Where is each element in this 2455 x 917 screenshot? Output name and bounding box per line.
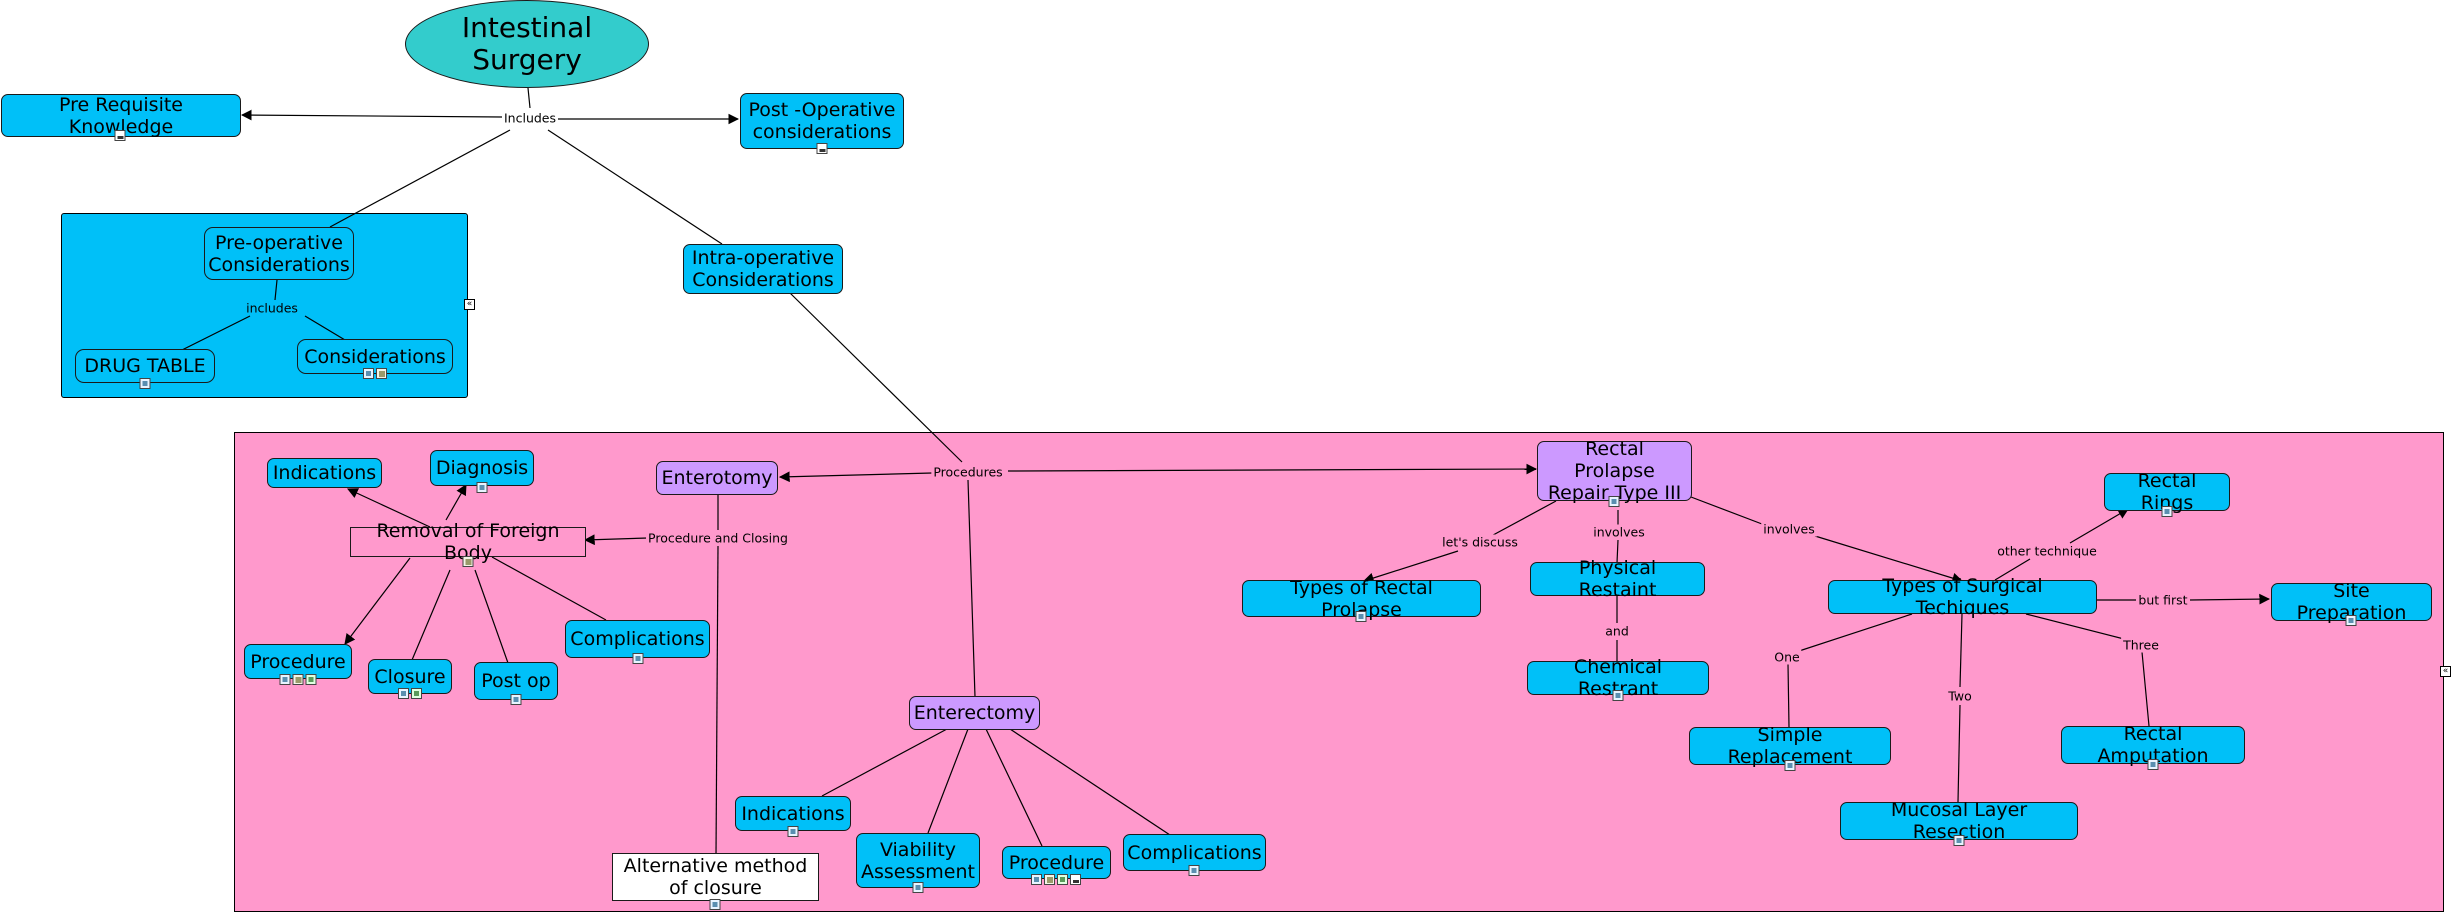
tree-resource-icon[interactable] [114, 130, 126, 141]
collapse-intraop-group-icon[interactable]: « [2440, 666, 2451, 677]
link-label-includes-preop: includes [244, 300, 300, 316]
grid-resource-icon[interactable] [1057, 874, 1068, 885]
resource-icons-closure[interactable] [398, 688, 422, 699]
concept-types-rectal-prolapse[interactable]: Types of Rectal Prolapse [1242, 577, 1481, 621]
resource-icons-post-op[interactable] [510, 694, 522, 705]
link-label-two: Two [1946, 688, 1974, 704]
image-resource-icon[interactable] [2345, 615, 2357, 626]
link-label-but-first: but first [2136, 592, 2190, 608]
resource-icons-simple-replacement[interactable] [1784, 760, 1796, 771]
image-resource-icon[interactable] [1953, 835, 1965, 846]
concept-rectal-prolapse-repair[interactable]: Rectal Prolapse Repair Type III [1537, 438, 1692, 504]
resource-icons-rectal-amputation[interactable] [2147, 759, 2159, 770]
resource-icons-diagnosis[interactable] [476, 482, 488, 493]
image-resource-icon[interactable] [476, 482, 488, 493]
image-resource-icon[interactable] [632, 653, 644, 664]
resource-icons-viability[interactable] [912, 882, 924, 893]
link-label-procedures: Procedures [931, 464, 1005, 480]
grid-resource-icon[interactable] [305, 674, 317, 685]
image-resource-icon[interactable] [1784, 760, 1796, 771]
image-resource-icon[interactable] [1031, 874, 1042, 885]
link-label-and: and [1603, 623, 1631, 639]
concept-procedure-enterotomy[interactable]: Procedure [244, 644, 352, 679]
image-resource-icon[interactable] [398, 688, 409, 699]
link-label-involves-types: involves [1761, 521, 1817, 537]
resource-icons-types-rectal-prolapse[interactable] [1355, 611, 1367, 622]
resource-icons-indications-enterectomy[interactable] [787, 826, 799, 837]
resource-icons-chemical-restraint[interactable] [1612, 690, 1624, 701]
resource-icons-rectal-prolapse[interactable] [1608, 496, 1620, 507]
collapse-preop-group-icon[interactable]: « [464, 299, 475, 310]
image-resource-icon[interactable] [1608, 496, 1620, 507]
concept-procedure-enterectomy[interactable]: Procedure [1002, 846, 1111, 879]
resource-icons-considerations[interactable] [363, 368, 387, 379]
concept-types-surgical-techniques[interactable]: Types of Surgical Techiques [1828, 575, 2097, 619]
concept-enterectomy[interactable]: Enterectomy [909, 696, 1040, 730]
link-label-one: One [1772, 649, 1802, 665]
resource-icons-procedure-enterotomy[interactable] [279, 674, 317, 685]
tree-resource-icon[interactable] [816, 143, 828, 154]
image-resource-icon[interactable] [279, 674, 291, 685]
concept-indications-enterectomy[interactable]: Indications [735, 796, 851, 831]
root-concept-intestinal-surgery[interactable]: Intestinal Surgery [405, 0, 649, 88]
image-resource-icon[interactable] [1355, 611, 1367, 622]
doc-resource-icon[interactable] [462, 556, 474, 567]
concept-considerations[interactable]: Considerations [297, 339, 453, 374]
resource-icons-site-prep[interactable] [2345, 615, 2357, 626]
concept-simple-replacement[interactable]: Simple Replacement [1689, 724, 1891, 768]
image-resource-icon[interactable] [2161, 506, 2173, 517]
resource-icons-complications-enterectomy[interactable] [1188, 865, 1200, 876]
image-resource-icon[interactable] [787, 826, 799, 837]
link-label-lets-discuss: let's discuss [1440, 534, 1520, 550]
image-resource-icon[interactable] [1612, 690, 1624, 701]
concept-removal-foreign-body[interactable]: Removal of Foreign Body [350, 520, 586, 564]
resource-icons-rectal-rings[interactable] [2161, 506, 2173, 517]
concept-alternative-closure[interactable]: Alternative method of closure [612, 853, 819, 901]
concept-closure[interactable]: Closure [368, 659, 452, 694]
concept-viability-assessment[interactable]: Viability Assessment [856, 833, 980, 888]
resource-icons-removal[interactable] [462, 556, 474, 567]
grid-resource-icon[interactable] [411, 688, 422, 699]
image-resource-icon[interactable] [139, 378, 151, 389]
doc-resource-icon[interactable] [1044, 874, 1055, 885]
concept-mucosal-layer-resection[interactable]: Mucosal Layer Resection [1840, 799, 2078, 843]
link-label-three: Three [2121, 637, 2161, 653]
link-root-includes [527, 87, 531, 109]
resource-icons-complications-enterotomy[interactable] [632, 653, 644, 664]
link-label-involves-physical: involves [1591, 524, 1647, 540]
doc-resource-icon[interactable] [292, 674, 304, 685]
resource-icons-procedure-enterectomy[interactable] [1031, 874, 1081, 885]
concept-complications-enterectomy[interactable]: Complications [1123, 834, 1266, 871]
link-includes-prereq [240, 109, 503, 121]
concept-physical-restraint[interactable]: Physical Restaint [1530, 557, 1705, 601]
image-resource-icon[interactable] [709, 899, 721, 910]
image-resource-icon[interactable] [1188, 865, 1200, 876]
resource-icons-prereq[interactable] [114, 130, 126, 141]
link-includes-intraop [547, 129, 723, 245]
concept-prereq-knowledge[interactable]: Pre Requisite Knowledge [1, 94, 241, 138]
image-resource-icon[interactable] [2147, 759, 2159, 770]
link-label-includes-root: Includes [501, 110, 559, 126]
resource-icons-alt-closure[interactable] [709, 899, 721, 910]
resource-icons-mucosal[interactable] [1953, 835, 1965, 846]
image-resource-icon[interactable] [912, 882, 924, 893]
concept-diagnosis[interactable]: Diagnosis [430, 450, 534, 486]
resource-icons-drug-table[interactable] [139, 378, 151, 389]
concept-preop-considerations[interactable]: Pre-operative Considerations [204, 227, 354, 280]
concept-indications-enterotomy[interactable]: Indications [267, 458, 382, 488]
doc-resource-icon[interactable] [376, 368, 387, 379]
concept-postop-considerations[interactable]: Post -Operative considerations [740, 93, 904, 149]
tree-resource-icon[interactable] [1070, 874, 1081, 885]
resource-icons-postop[interactable] [816, 143, 828, 154]
link-label-other-technique: other technique [1995, 543, 2099, 559]
concept-enterotomy[interactable]: Enterotomy [656, 461, 778, 495]
image-resource-icon[interactable] [510, 694, 522, 705]
concept-chemical-restraint[interactable]: Chemical Restrant [1527, 656, 1709, 700]
link-label-procedure-and-closing: Procedure and Closing [646, 530, 790, 546]
concept-intraop-considerations[interactable]: Intra-operative Considerations [683, 244, 843, 294]
concept-rectal-amputation[interactable]: Rectal Amputation [2061, 723, 2245, 767]
image-resource-icon[interactable] [363, 368, 374, 379]
